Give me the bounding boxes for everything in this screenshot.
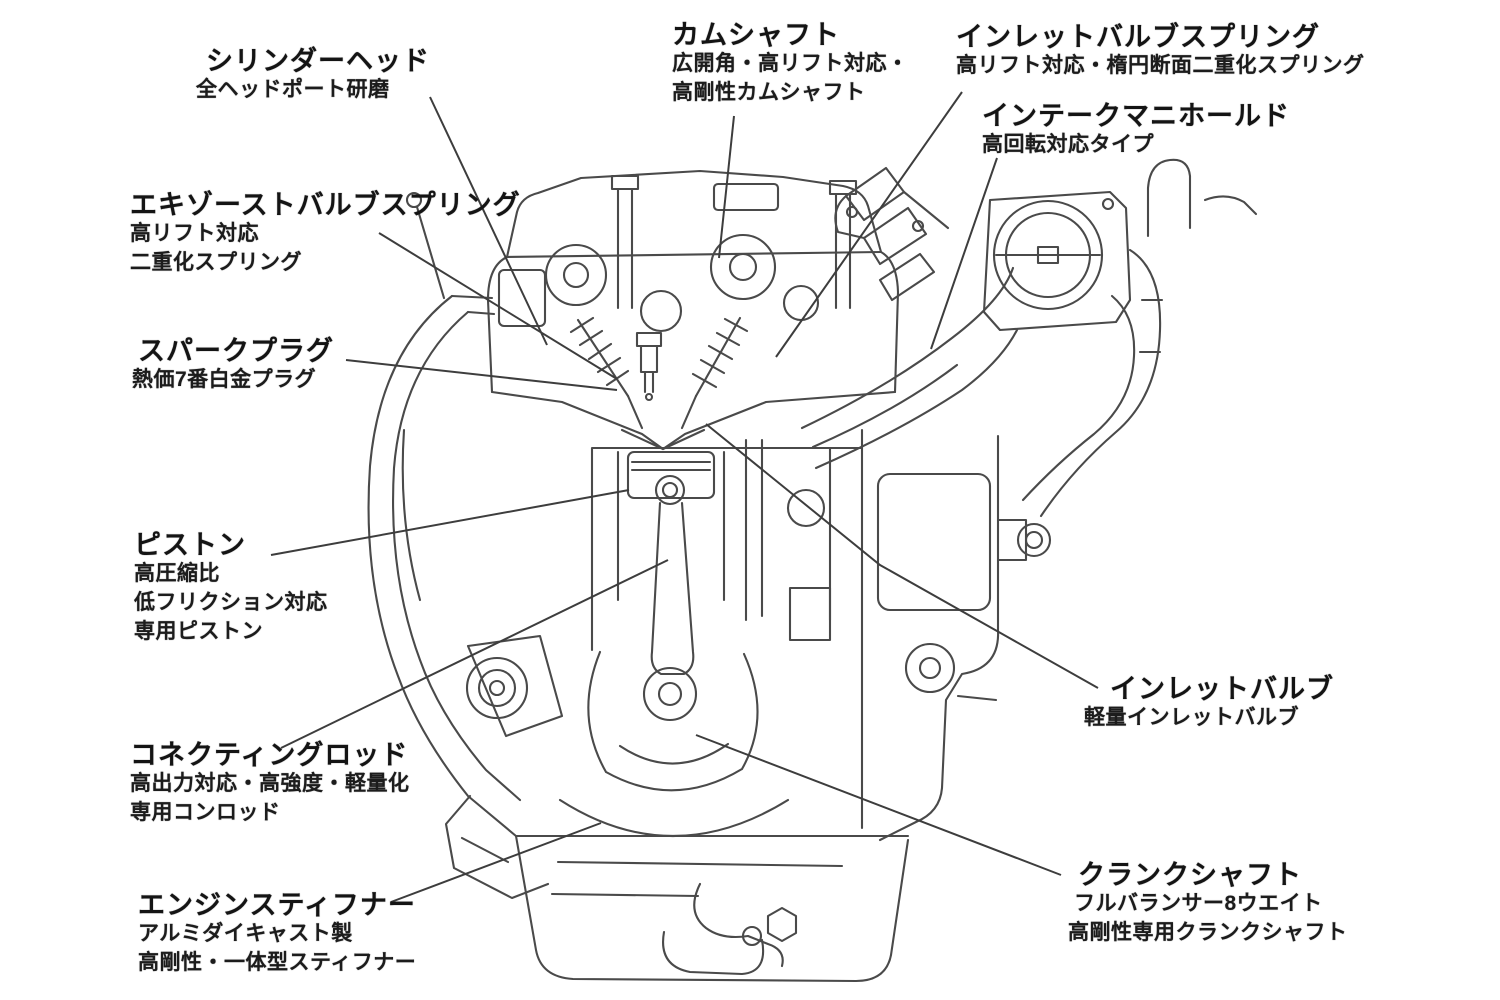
label-camshaft-title: カムシャフト xyxy=(672,20,840,50)
label-intake-manifold-title: インテークマニホールド xyxy=(982,101,1290,131)
label-piston-sub3: 専用ピストン xyxy=(134,620,263,644)
label-crankshaft-sub2: 高剛性専用クランクシャフト xyxy=(1068,921,1348,945)
leader-piston xyxy=(270,489,630,556)
engine-line-art xyxy=(367,158,1258,983)
label-exhaust-valve-spring-sub1: 高リフト対応 xyxy=(130,222,259,246)
leader-engine-stiffener xyxy=(390,822,602,903)
label-piston: ピストン 高圧縮比 低フリクション対応 専用ピストン xyxy=(134,530,328,647)
label-engine-stiffener-title: エンジンスティフナー xyxy=(138,890,416,920)
label-engine-stiffener-sub1: アルミダイキャスト製 xyxy=(138,922,353,946)
label-cylinder-head: シリンダーヘッド 全ヘッドポート研磨 xyxy=(196,46,430,105)
leader-exhaust-valve-spring xyxy=(378,232,618,380)
label-exhaust-valve-spring-title: エキゾーストバルブスプリング xyxy=(130,190,521,220)
leader-cylinder-head xyxy=(429,96,548,346)
leader-crankshaft xyxy=(695,734,1062,876)
label-camshaft: カムシャフト 広開角・高リフト対応・ 高剛性カムシャフト xyxy=(672,20,909,108)
leader-connecting-rod xyxy=(280,559,669,749)
label-cylinder-head-title: シリンダーヘッド xyxy=(206,46,430,76)
label-inlet-valve: インレットバルブ 軽量インレットバルブ xyxy=(1084,674,1334,733)
label-inlet-valve-spring-title: インレットバルブスプリング xyxy=(956,22,1320,52)
label-spark-plug-title: スパークプラグ xyxy=(138,336,334,366)
label-crankshaft: クランクシャフト フルバランサー8ウエイト 高剛性専用クランクシャフト xyxy=(1068,860,1348,948)
label-connecting-rod-sub1: 高出力対応・高強度・軽量化 xyxy=(130,772,410,796)
label-connecting-rod: コネクティングロッド 高出力対応・高強度・軽量化 専用コンロッド xyxy=(130,740,410,828)
label-exhaust-valve-spring: エキゾーストバルブスプリング 高リフト対応 二重化スプリング xyxy=(130,190,521,278)
label-piston-sub1: 高圧縮比 xyxy=(134,562,220,586)
label-camshaft-sub2: 高剛性カムシャフト xyxy=(672,81,866,105)
label-engine-stiffener: エンジンスティフナー アルミダイキャスト製 高剛性・一体型スティフナー xyxy=(138,890,416,978)
label-spark-plug: スパークプラグ 熱価7番白金プラグ xyxy=(132,336,334,395)
label-connecting-rod-title: コネクティングロッド xyxy=(130,740,409,770)
leader-inlet-valve-spring xyxy=(775,91,963,358)
leader-intake-manifold xyxy=(930,157,998,350)
label-camshaft-sub1: 広開角・高リフト対応・ xyxy=(672,52,909,76)
label-inlet-valve-spring-sub: 高リフト対応・楕円断面二重化スプリング xyxy=(956,54,1365,78)
leader-spark-plug xyxy=(345,359,618,391)
label-inlet-valve-title: インレットバルブ xyxy=(1110,674,1334,704)
label-piston-title: ピストン xyxy=(134,530,246,560)
label-crankshaft-sub1: フルバランサー8ウエイト xyxy=(1074,892,1323,916)
label-piston-sub2: 低フリクション対応 xyxy=(134,591,328,615)
label-inlet-valve-spring: インレットバルブスプリング 高リフト対応・楕円断面二重化スプリング xyxy=(956,22,1365,81)
leader-camshaft xyxy=(718,115,735,259)
label-connecting-rod-sub2: 専用コンロッド xyxy=(130,801,281,825)
label-spark-plug-sub: 熱価7番白金プラグ xyxy=(132,368,317,392)
label-crankshaft-title: クランクシャフト xyxy=(1078,860,1302,890)
label-intake-manifold: インテークマニホールド 高回転対応タイプ xyxy=(982,101,1290,160)
label-cylinder-head-sub: 全ヘッドポート研磨 xyxy=(196,78,390,102)
label-exhaust-valve-spring-sub2: 二重化スプリング xyxy=(130,251,302,275)
label-engine-stiffener-sub2: 高剛性・一体型スティフナー xyxy=(138,951,417,975)
label-inlet-valve-sub: 軽量インレットバルブ xyxy=(1084,706,1299,730)
leader-inlet-valve xyxy=(705,423,1099,689)
label-intake-manifold-sub: 高回転対応タイプ xyxy=(982,133,1154,157)
